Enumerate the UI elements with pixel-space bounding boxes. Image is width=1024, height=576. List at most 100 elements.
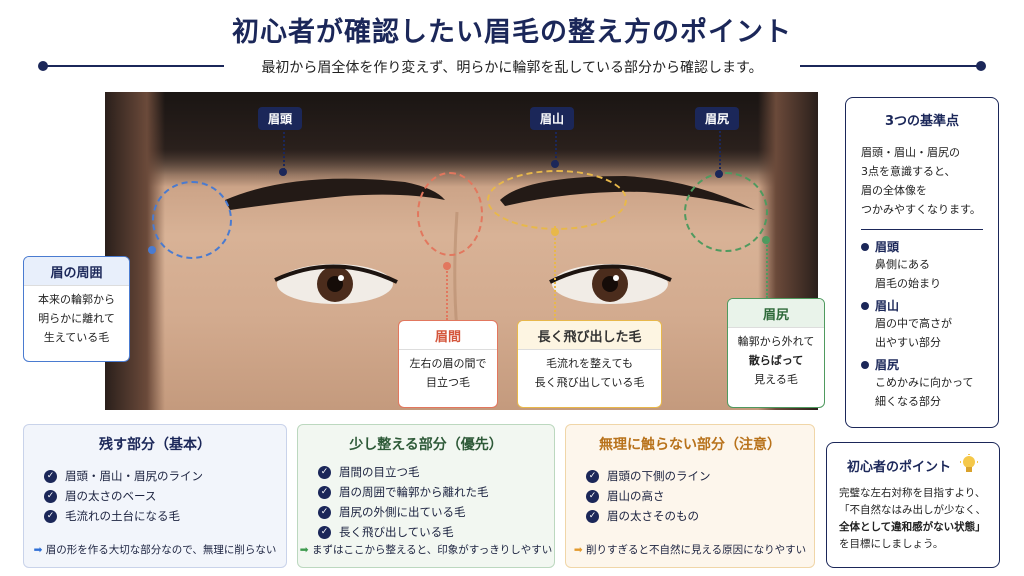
callout-tail-title: 眉尻 [728,299,824,327]
box-caution-footer-text: 削りすぎると不自然に見える原因になりやすい [585,544,807,556]
reference-item-line: 細くなる部分 [875,395,941,408]
reference-item-line: 鼻側にある [875,258,930,271]
check-icon: ✓ [318,485,331,499]
subtitle-left-dot [38,61,48,71]
subtitle-row: 最初から眉全体を作り変えず、明らかに輪郭を乱している部分から確認します。 [38,56,986,76]
box-caution-title: 無理に触らない部分（注意） [599,437,781,453]
callout-between-title: 眉間 [434,330,461,345]
tag-brow-tail-dot [715,170,723,178]
callout-between-line: 左右の眉の間で [409,357,487,370]
reference-item-tail: 眉尻 [861,356,998,373]
box-keep-title: 残す部分（基本） [99,437,211,453]
box-trim-items: ✓眉間の目立つ毛 ✓ 眉の周囲で輪郭から離れた毛 ✓ 眉尻の外側に出ている毛 ✓ 長く… [298,460,554,542]
arrow-right-icon: ➡ [33,544,43,556]
callout-surround-body: 本来の輪郭から 明らかに離れて 生えている毛 [24,285,129,351]
panel-reference-text: 眉頭・眉山・眉尻の 3点を意識すると、 眉の全体像を つかみやすくなります。 [846,143,998,229]
box-trim-item: ✓眉間の目立つ毛 [318,462,554,482]
panel-reference-title: 3つの基準点 [884,114,960,129]
check-icon: ✓ [44,469,57,483]
reference-item-desc: 眉の中で高さが 出やすい部分 [861,314,998,352]
box-caution-item: ✓眉の太さそのもの [586,506,814,526]
box-caution-item: ✓ 眉山の高さ [586,486,814,506]
callout-between-body: 左右の眉の間で 目立つ毛 [399,349,497,396]
panel-tip-line: 全体として違和感がない状態」 [839,521,986,533]
callout-long-hair: 長く飛び出した毛 毛流れを整えても 長く飛び出している毛 [517,320,662,408]
callout-between-line: 目立つ毛 [426,376,470,389]
tag-brow-peak-dot [551,160,559,168]
box-keep-footer: ➡ 眉の形を作る大切な部分なので、無理に削らない [24,542,286,557]
reference-item-name: 眉山 [875,299,900,313]
reference-item-name: 眉尻 [875,358,900,372]
box-caution-item-text: 眉頭の下側のライン [607,469,711,483]
box-keep-item-text: 眉頭・眉山・眉尻のライン [65,469,203,483]
tag-brow-head-dot [279,168,287,176]
box-keep-item-text: 眉の太さのベース [65,489,157,503]
tag-brow-peak-line [555,128,557,162]
reference-item-line: 眉の中で高さが [875,317,952,330]
reference-item-head: 眉頭 [861,238,998,255]
check-icon: ✓ [318,505,331,519]
long-hair-dot [551,228,559,236]
panel-tip-line: を目標にしましょう。 [839,538,944,550]
tail-line [766,242,768,298]
callout-long-hair-line: 毛流れを整えても [546,357,633,370]
subtitle-left-line [44,65,224,67]
callout-tail-line: 散らばって [748,354,804,367]
panel-tip-header: 初心者のポイント [827,443,999,485]
tag-brow-tail-line [719,128,721,172]
callout-long-hair-title: 長く飛び出した毛 [518,321,661,349]
arrow-right-icon: ➡ [299,544,309,556]
tag-brow-head-line [283,128,285,170]
panel-reference-line: 3点を意識すると、 [861,165,956,178]
reference-item-line: こめかみに向かって [875,376,974,389]
subtitle: 最初から眉全体を作り変えず、明らかに輪郭を乱している部分から確認します。 [261,60,763,76]
box-trim-item-text: 長く飛び出している毛 [339,525,454,539]
check-icon: ✓ [44,489,57,503]
panel-reference-line: 眉の全体像を [861,184,927,197]
reference-item-name: 眉頭 [875,240,900,254]
panel-tip-text: 完璧な左右対称を目指すより、 「不自然なはみ出しが少なく、 全体として違和感がな… [827,485,999,553]
panel-reference-line: つかみやすくなります。 [861,203,981,216]
callout-long-hair-body: 毛流れを整えても 長く飛び出している毛 [518,349,661,396]
callout-tail: 眉尻 輪郭から外れて 散らばって 見える毛 [727,298,825,408]
surround-circle [152,181,232,259]
box-keep-items: ✓ 眉頭・眉山・眉尻のライン ✓ 眉の太さのベース ✓ 毛流れの土台になる毛 [24,460,286,526]
box-trim-footer: ➡ まずはここから整えると、印象がすっきりしやすい [298,542,554,557]
check-icon: ✓ [586,489,599,503]
box-trim-item-text: 眉尻の外側に出ている毛 [339,505,466,519]
page-title: 初心者が確認したい眉毛の整え方のポイント [232,17,792,48]
box-caution-item: ✓眉頭の下側のライン [586,466,814,486]
panel-reference-points: 3つの基準点 眉頭・眉山・眉尻の 3点を意識すると、 眉の全体像を つかみやすく… [845,97,999,428]
face-drawing [225,176,755,393]
arrow-right-icon: ➡ [573,544,583,556]
box-keep-item: ✓ 眉頭・眉山・眉尻のライン [44,466,286,486]
callout-tail-line: 見える毛 [754,373,798,386]
box-trim: 少し整える部分（優先） ✓眉間の目立つ毛 ✓眉の周囲で輪郭から離れた毛 ✓眉尻の… [297,424,555,568]
reference-item-desc: こめかみに向かって 細くなる部分 [861,373,998,411]
box-keep-item-text: 毛流れの土台になる毛 [65,509,180,523]
callout-surround: 眉の周囲 本来の輪郭から 明らかに離れて 生えている毛 [23,256,130,362]
box-caution: 無理に触らない部分（注意） ✓眉頭の下側のライン ✓ 眉山の高さ ✓眉の太さそのも… [565,424,815,568]
callout-between: 眉間 左右の眉の間で 目立つ毛 [398,320,498,408]
reference-item-line: 出やすい部分 [875,336,941,349]
tag-brow-peak: 眉山 [530,107,575,130]
check-icon: ✓ [318,525,331,539]
eyebrow-left [225,178,445,210]
box-caution-footer: ➡ 削りすぎると不自然に見える原因になりやすい [566,542,814,557]
callout-long-hair-line: 長く飛び出している毛 [534,376,645,389]
callout-surround-line: 明らかに離れて [38,312,115,325]
box-keep-item: ✓ 眉の太さのベース [44,486,286,506]
box-caution-item-text: 眉山の高さ [607,489,665,503]
between-dot [443,262,451,270]
lightbulb-icon [960,454,978,472]
box-trim-item: ✓ 眉の周囲で輪郭から離れた毛 [318,482,554,502]
long-hair-line [554,226,556,320]
box-trim-item-text: 眉の周囲で輪郭から離れた毛 [339,485,489,499]
reference-item-line: 眉毛の始まり [875,277,941,290]
panel-tip-line: 完璧な左右対称を目指すより、 [839,487,986,499]
panel-beginner-tip: 初心者のポイント 完璧な左右対称を目指すより、 「不自然なはみ出しが少なく、 全… [826,442,1000,568]
callout-tail-body: 輪郭から外れて 散らばって 見える毛 [728,327,824,393]
callout-surround-title: 眉の周囲 [24,257,129,285]
callout-surround-line: 本来の輪郭から [38,293,115,306]
panel-divider [861,229,983,230]
